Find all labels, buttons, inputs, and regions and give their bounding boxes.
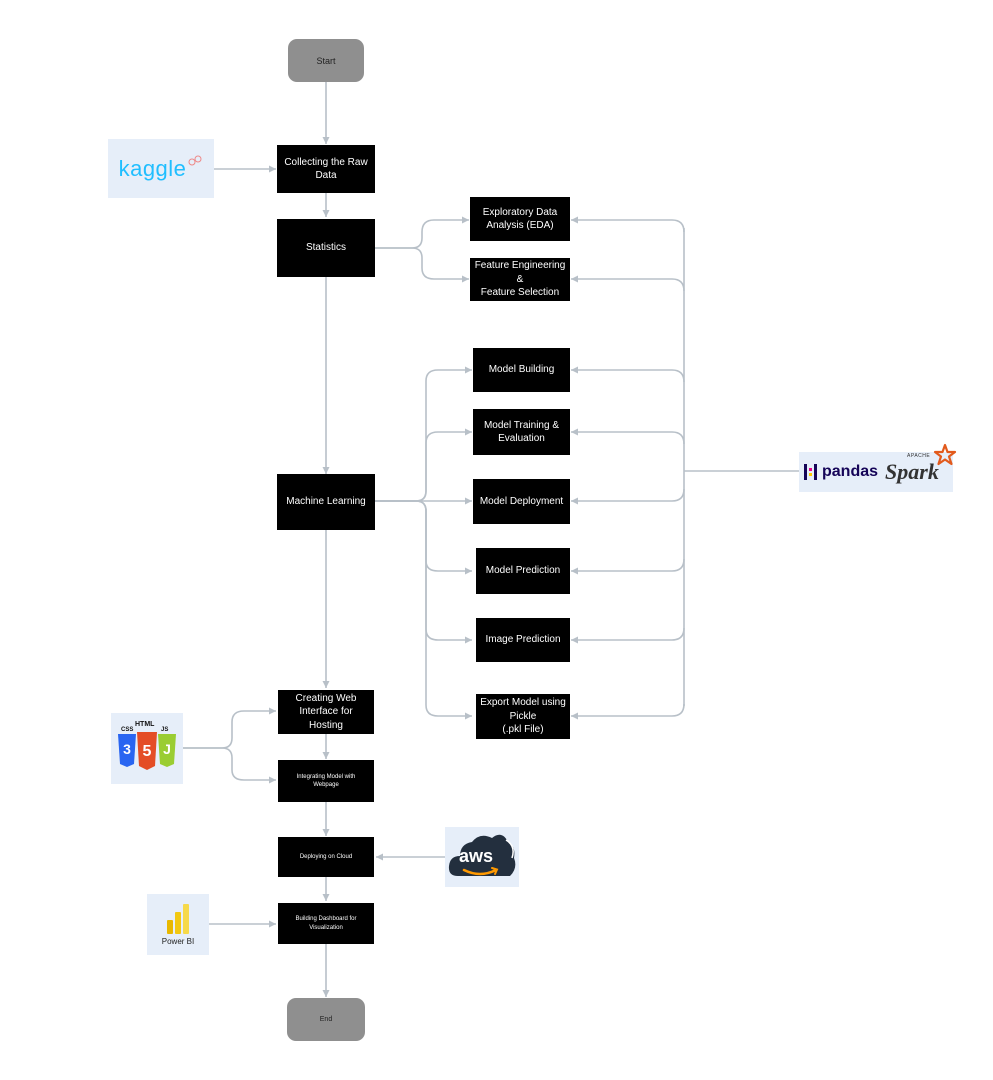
collect-raw-data-node: Collecting the Raw Data bbox=[277, 145, 375, 193]
arrow-bus-feature bbox=[571, 275, 685, 292]
html-label: HTML bbox=[135, 721, 155, 728]
arrow-statistics-eda bbox=[375, 216, 469, 249]
arrow-ml-prediction bbox=[375, 500, 472, 575]
powerbi-bars-icon bbox=[167, 903, 189, 934]
machine-learning-node: Machine Learning bbox=[277, 474, 375, 530]
aws-wordmark: aws bbox=[459, 846, 494, 866]
model-training-node: Model Training & Evaluation bbox=[473, 409, 570, 455]
model-prediction-node: Model Prediction bbox=[476, 548, 570, 594]
web-tech-logo: 3 5 J CSS HTML JS bbox=[111, 713, 183, 784]
model-deployment-node: Model Deployment bbox=[473, 479, 570, 524]
powerbi-logo: Power BI bbox=[147, 894, 209, 955]
eda-node: Exploratory Data Analysis (EDA) bbox=[470, 197, 570, 241]
spark-mark: APACHE Spark bbox=[885, 443, 957, 485]
svg-text:5: 5 bbox=[143, 743, 152, 760]
aws-logo: aws bbox=[445, 827, 519, 887]
end-terminal: End bbox=[287, 998, 365, 1041]
model-building-node: Model Building bbox=[473, 348, 570, 392]
kaggle-logo: kaggle bbox=[108, 139, 214, 198]
js-label: JS bbox=[161, 727, 169, 733]
kaggle-wordmark: kaggle bbox=[118, 155, 187, 181]
arrow-bus-deployment bbox=[571, 488, 685, 505]
kaggle-gear-icon bbox=[188, 155, 202, 165]
css-label: CSS bbox=[121, 727, 134, 733]
web-interface-node: Creating Web Interface for Hosting bbox=[278, 690, 374, 734]
pandas-wordmark: pandas bbox=[822, 463, 879, 480]
statistics-node: Statistics bbox=[277, 219, 375, 277]
svg-text:J: J bbox=[163, 741, 171, 757]
pandas-icon bbox=[804, 464, 817, 480]
arrow-web-logo-interface bbox=[183, 707, 276, 749]
deploying-cloud-node: Deploying on Cloud bbox=[278, 837, 374, 877]
arrow-bus-eda bbox=[571, 216, 685, 233]
building-dashboard-node: Building Dashboard for Visualization bbox=[278, 903, 374, 944]
spark-wordmark: Spark bbox=[885, 459, 939, 484]
arrow-bus-image bbox=[571, 627, 685, 644]
svg-text:3: 3 bbox=[123, 741, 131, 757]
spark-apache-label: APACHE bbox=[907, 453, 931, 459]
arrow-ml-training bbox=[375, 428, 472, 502]
arrow-statistics-feature bbox=[375, 247, 469, 283]
arrow-bus-prediction bbox=[571, 558, 685, 575]
html-css-js-shields-icon: 3 5 J bbox=[118, 731, 176, 770]
aws-cloud-icon bbox=[448, 834, 516, 876]
arrow-ml-building bbox=[375, 366, 472, 502]
arrow-bus-export bbox=[571, 703, 685, 720]
arrow-bus-training bbox=[571, 428, 685, 445]
arrow-bus-building bbox=[571, 366, 685, 383]
arrow-ml-export bbox=[375, 500, 472, 720]
arrow-web-logo-integrating bbox=[183, 747, 276, 784]
start-terminal: Start bbox=[288, 39, 364, 82]
integrating-model-node: Integrating Model with Webpage bbox=[278, 760, 374, 802]
powerbi-label: Power BI bbox=[161, 936, 195, 946]
pandas-spark-logo: pandas APACHE Spark bbox=[799, 443, 957, 492]
feature-engineering-node: Feature Engineering & Feature Selection bbox=[470, 258, 570, 301]
spark-star-icon bbox=[933, 443, 957, 466]
export-model-node: Export Model using Pickle (.pkl File) bbox=[476, 694, 570, 739]
image-prediction-node: Image Prediction bbox=[476, 618, 570, 662]
